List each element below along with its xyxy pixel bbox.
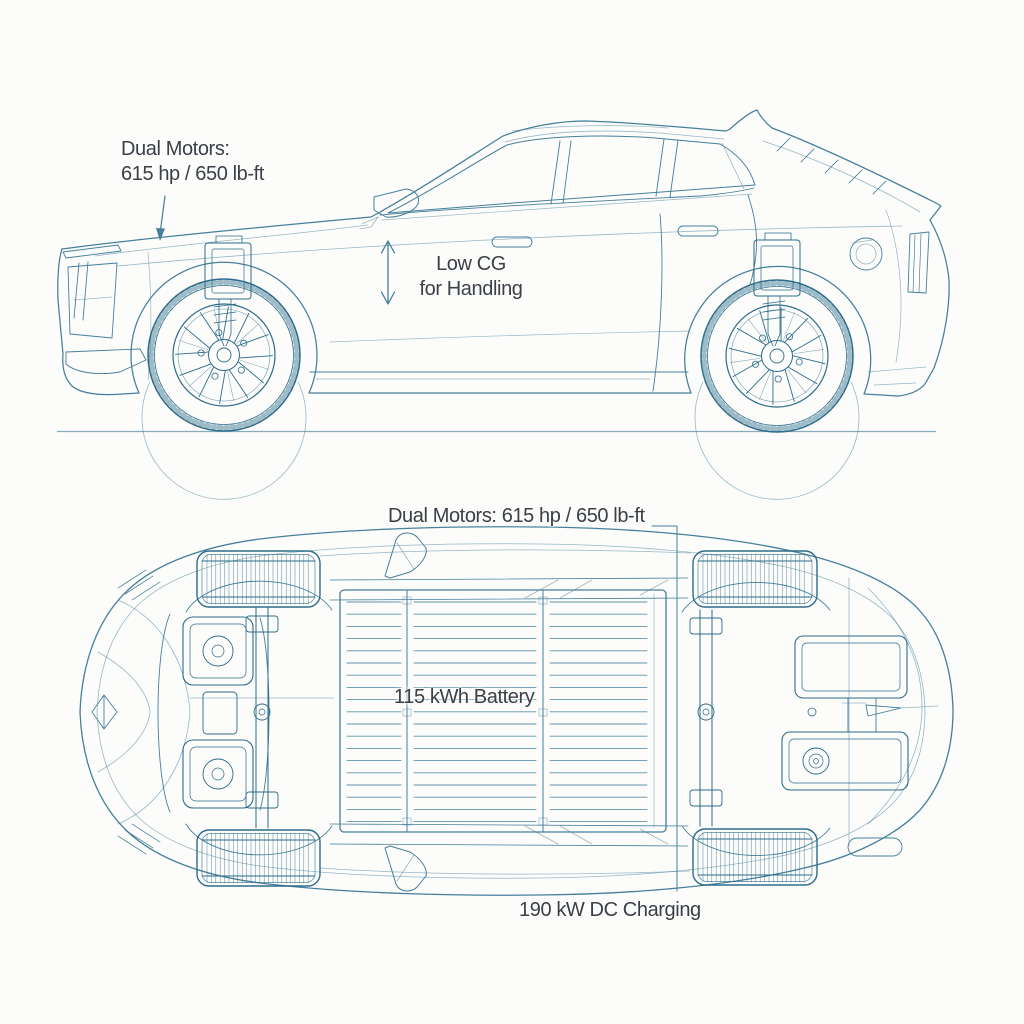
side-mirror bbox=[359, 188, 419, 230]
annotation-line: Dual Motors: bbox=[121, 138, 230, 160]
front-door-handle bbox=[491, 236, 533, 248]
annotation-dual-motors-side: Dual Motors: 615 hp / 650 lb-ft bbox=[121, 137, 264, 187]
glasshouse bbox=[379, 125, 756, 221]
front-fascia bbox=[62, 216, 379, 375]
mirror-bottom bbox=[384, 845, 427, 892]
battery-pack bbox=[339, 589, 667, 833]
down-arrow-icon bbox=[156, 228, 165, 241]
car-body-outline bbox=[57, 109, 950, 500]
charge-port bbox=[849, 237, 883, 271]
annotation-dual-motors-underside: Dual Motors: 615 hp / 650 lb-ft bbox=[388, 505, 645, 527]
front-wheel bbox=[147, 278, 301, 432]
rear-motor-box bbox=[794, 635, 908, 699]
annotation-battery: 115 kWh Battery bbox=[394, 686, 535, 708]
rear-drive-unit bbox=[689, 609, 939, 827]
underside-view-drawing bbox=[79, 525, 954, 896]
annotation-line: for Handling bbox=[419, 278, 523, 300]
mirror-top bbox=[384, 532, 427, 579]
front-axle bbox=[255, 607, 269, 829]
annotation-low-cg: Low CG for Handling bbox=[392, 252, 550, 302]
annotation-line: Low CG bbox=[436, 253, 506, 275]
rear-axle bbox=[699, 609, 713, 827]
rear-wheel bbox=[700, 279, 854, 433]
annotation-line: 615 hp / 650 lb-ft bbox=[121, 163, 264, 185]
annotation-dc-charging: 190 kW DC Charging bbox=[519, 899, 701, 921]
door-lines bbox=[491, 194, 757, 392]
rear-details bbox=[762, 137, 930, 294]
front-motor-assembly bbox=[204, 235, 252, 347]
rear-motor-assembly bbox=[753, 232, 801, 347]
tire-rear-left bbox=[692, 550, 818, 608]
tire-front-left bbox=[196, 550, 321, 608]
tire-rear-right bbox=[692, 828, 818, 886]
down-arrowhead-icon bbox=[380, 291, 396, 305]
underbody-outline bbox=[79, 526, 954, 896]
cg-double-arrow bbox=[380, 240, 396, 305]
side-view-drawing bbox=[57, 109, 950, 500]
leader-line bbox=[651, 525, 678, 892]
front-emblem bbox=[91, 694, 118, 730]
charger-box bbox=[781, 731, 909, 791]
taillight bbox=[907, 231, 930, 294]
rear-tow-point bbox=[865, 704, 902, 717]
up-arrowhead-icon bbox=[380, 240, 396, 254]
dual-motors-arrow bbox=[156, 195, 166, 241]
front-drive-unit bbox=[157, 607, 335, 829]
tire-front-right bbox=[196, 829, 321, 887]
rear-door-handle bbox=[677, 225, 719, 237]
